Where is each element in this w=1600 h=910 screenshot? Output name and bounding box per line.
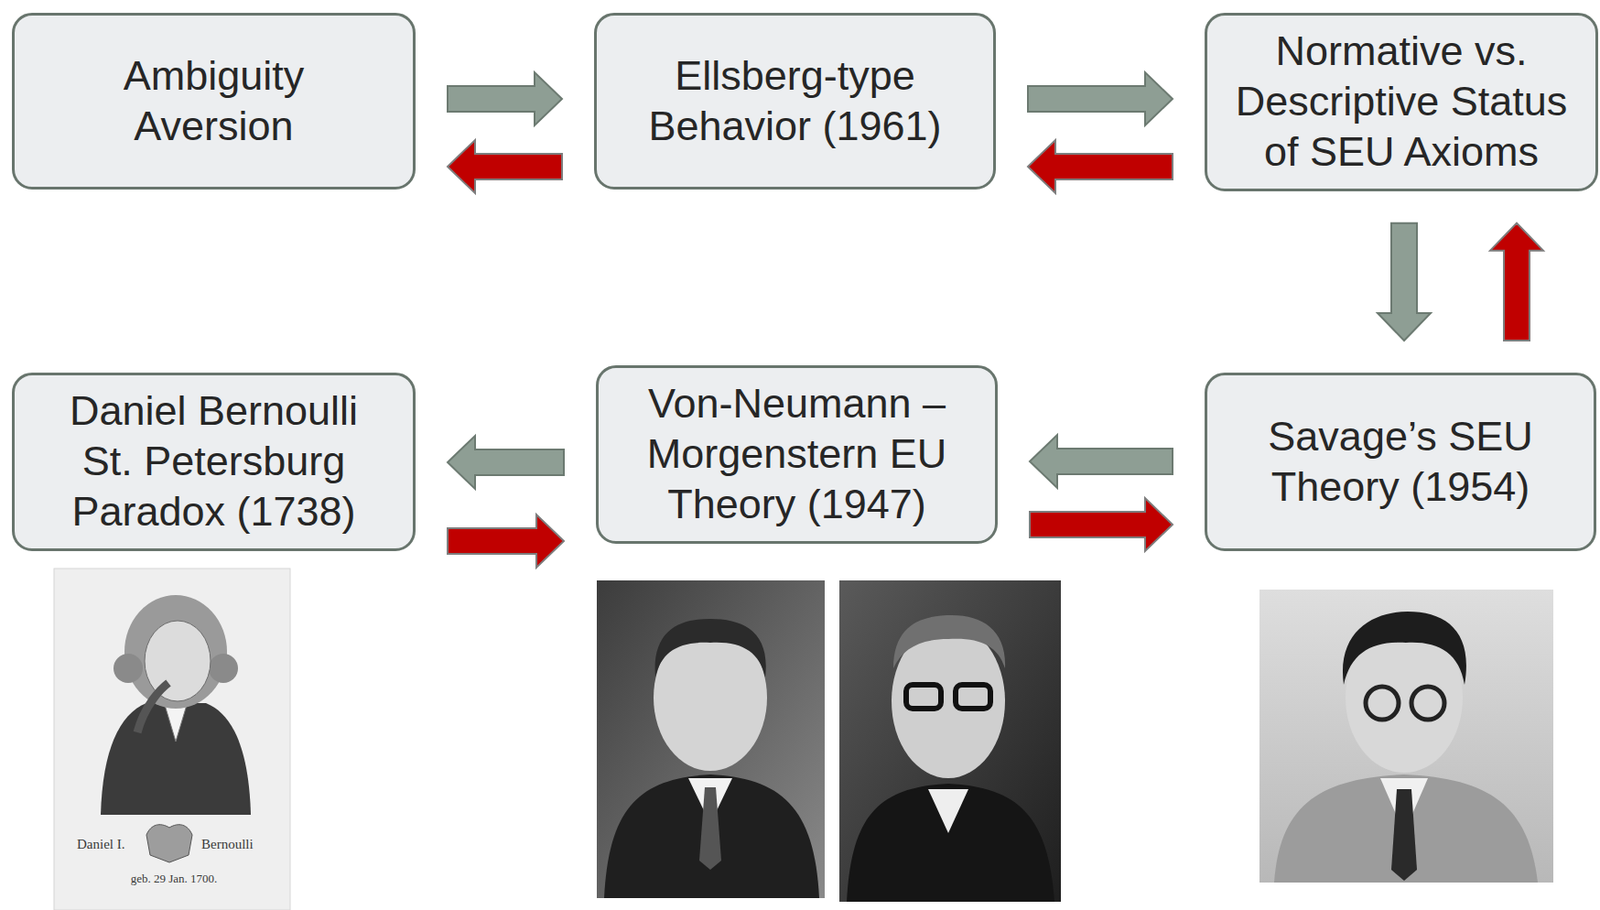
- engraving-crest: [146, 824, 193, 863]
- photo-hair: [655, 618, 767, 678]
- process-box: Ellsberg-type Behavior (1961): [594, 12, 996, 190]
- photo-shirt: [928, 789, 969, 833]
- photo-ground: [1259, 589, 1554, 883]
- photo-ground: [839, 580, 1061, 902]
- engraving-face: [144, 620, 211, 702]
- box-label: Daniel Bernoulli St. Petersburg Paradox …: [44, 386, 384, 538]
- block-arrow: [1029, 497, 1173, 552]
- photo-glasses: [1411, 686, 1445, 720]
- photo-ground: [596, 580, 825, 898]
- plate-inscription: Bernoulli: [201, 836, 254, 853]
- process-box: Savage’s SEU Theory (1954): [1204, 372, 1597, 552]
- block-arrow: [447, 435, 564, 489]
- engraving-arm: [137, 682, 169, 733]
- block-arrow: [1490, 223, 1544, 341]
- block-arrow: [1027, 72, 1173, 126]
- photo-glasses: [955, 684, 991, 709]
- photo-hair: [1342, 611, 1467, 685]
- engraving-curl: [208, 653, 238, 683]
- engraving-jabot: [164, 704, 187, 742]
- block-arrow: [1027, 140, 1173, 194]
- photo-glasses: [906, 684, 941, 709]
- photo-tie: [699, 787, 722, 870]
- engraving-curl: [113, 653, 143, 683]
- engraving-paper: [54, 568, 291, 910]
- photo-glasses: [1365, 686, 1399, 720]
- block-arrow: [1029, 434, 1173, 488]
- photo-suit: [604, 774, 820, 898]
- box-label: Ambiguity Aversion: [76, 51, 352, 152]
- block-arrow: [447, 72, 563, 126]
- block-arrow: [447, 514, 564, 568]
- block-arrow: [447, 140, 563, 194]
- box-label: Ellsberg-type Behavior (1961): [626, 51, 965, 152]
- von-neumann-photo: [596, 580, 825, 898]
- box-label: Savage’s SEU Theory (1954): [1240, 411, 1561, 513]
- block-arrow: [1377, 223, 1431, 341]
- process-box: Normative vs. Descriptive Status of SEU …: [1204, 12, 1599, 192]
- process-box: Von-Neumann – Morgenstern EU Theory (194…: [595, 365, 998, 544]
- photo-hair: [893, 615, 1006, 669]
- engraving-wig: [124, 594, 228, 709]
- morgenstern-photo: [839, 580, 1061, 902]
- process-box: Daniel Bernoulli St. Petersburg Paradox …: [11, 372, 416, 552]
- box-label: Von-Neumann – Morgenstern EU Theory (194…: [627, 378, 967, 530]
- photo-suit: [846, 783, 1055, 902]
- box-label: Normative vs. Descriptive Status of SEU …: [1222, 26, 1580, 178]
- plate-inscription: geb. 29 Jan. 1700.: [100, 871, 248, 887]
- engraving-coat: [100, 702, 251, 815]
- process-box: Ambiguity Aversion: [11, 12, 416, 190]
- bernoulli-engraving: [54, 568, 291, 910]
- plate-inscription: Daniel I.: [76, 836, 125, 853]
- photo-tie: [1391, 789, 1417, 881]
- photo-jacket: [1274, 774, 1538, 883]
- savage-photo: [1259, 589, 1554, 883]
